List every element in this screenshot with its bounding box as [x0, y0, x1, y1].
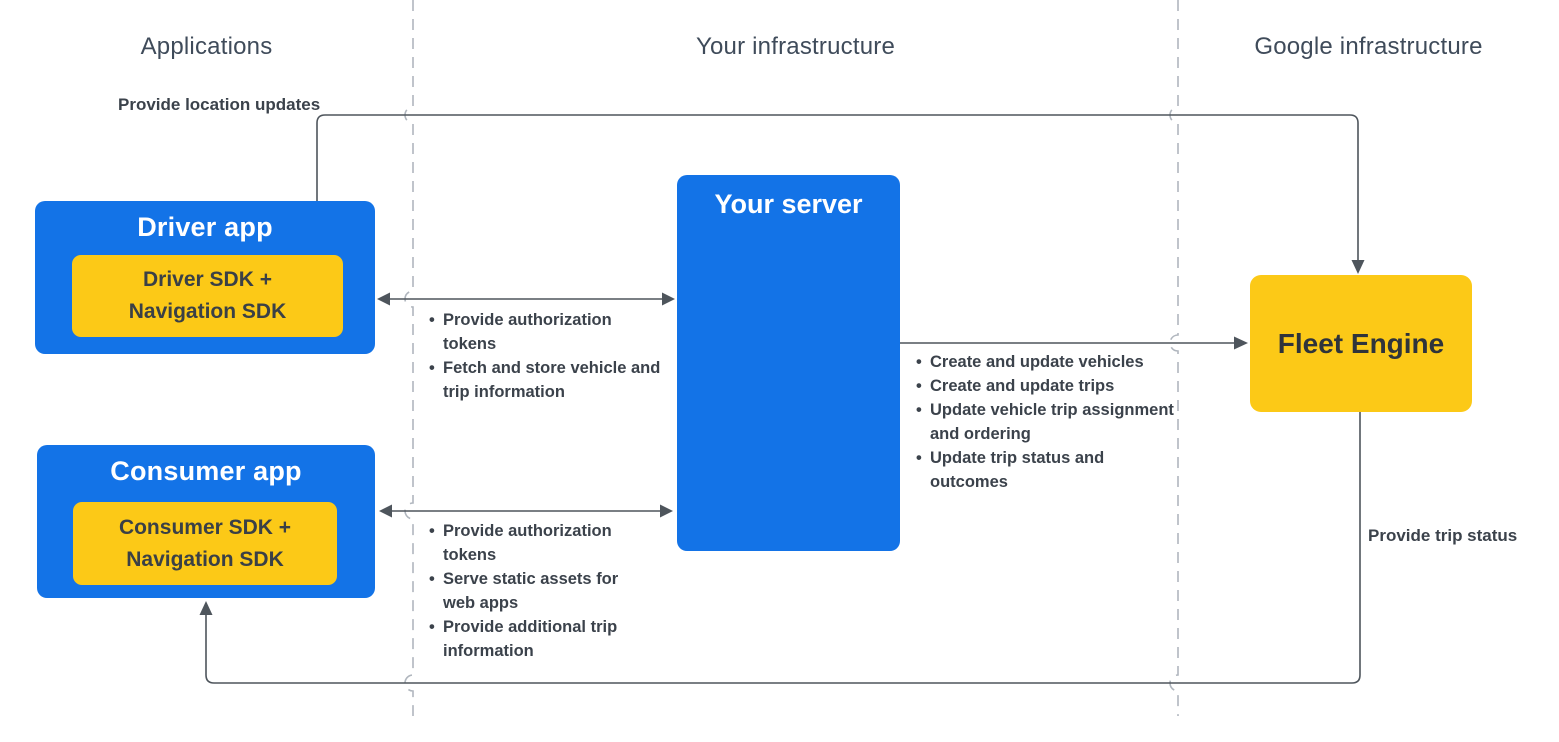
bullet-item: Create and update trips	[915, 374, 1177, 398]
bullet-item: Provide authorization tokens	[428, 308, 663, 356]
consumer-server-bullet-list: Provide authorization tokens Serve stati…	[428, 519, 643, 663]
edge-label-provide-trip-status: Provide trip status	[1368, 526, 1518, 545]
consumer-app-node: Consumer app Consumer SDK + Navigation S…	[37, 445, 375, 598]
bullet-item: Create and update vehicles	[915, 350, 1177, 374]
arrowhead-up-icon	[199, 601, 213, 615]
fleet-engine-title: Fleet Engine	[1277, 327, 1445, 359]
connector-consumer-server	[379, 504, 673, 518]
arrowhead-right-icon	[662, 292, 675, 306]
driver-app-node: Driver app Driver SDK + Navigation SDK	[35, 201, 375, 354]
bullet-item: Provide additional trip information	[428, 615, 643, 663]
arrowhead-right-icon	[660, 504, 673, 518]
your-server-title: Your server	[714, 189, 863, 219]
column-heading-google-infrastructure: Google infrastructure	[1254, 33, 1483, 60]
column-heading-your-infrastructure: Your infrastructure	[695, 33, 895, 60]
connector-fleet-to-consumer	[199, 412, 1361, 684]
server-fleet-bullet-list: Create and update vehicles Create and up…	[915, 350, 1177, 494]
consumer-app-title: Consumer app	[110, 456, 302, 486]
arrowhead-down-icon	[1351, 260, 1365, 274]
column-divider-left	[404, 0, 414, 716]
bullet-item: Serve static assets for web apps	[428, 567, 643, 615]
driver-app-title: Driver app	[137, 212, 273, 242]
bullet-item: Provide authorization tokens	[428, 519, 643, 567]
connector-driver-server	[377, 292, 675, 306]
your-server-node: Your server	[677, 175, 900, 551]
driver-sdk-node: Driver SDK + Navigation SDK	[72, 255, 343, 337]
consumer-sdk-node: Consumer SDK + Navigation SDK	[73, 502, 337, 585]
fleet-engine-node: Fleet Engine	[1250, 275, 1472, 412]
bullet-item: Update vehicle trip assignment and order…	[915, 398, 1177, 446]
arrowhead-left-icon	[379, 504, 392, 518]
edge-label-provide-location-updates: Provide location updates	[118, 95, 321, 114]
connector-driver-to-fleet	[316, 114, 1365, 274]
connector-server-fleet	[900, 336, 1248, 350]
arrowhead-right-icon	[1234, 336, 1248, 350]
bullet-item: Update trip status and outcomes	[915, 446, 1177, 494]
column-heading-applications: Applications	[140, 33, 273, 60]
driver-server-bullet-list: Provide authorization tokens Fetch and s…	[428, 308, 663, 404]
bullet-item: Fetch and store vehicle and trip informa…	[428, 356, 663, 404]
arrowhead-left-icon	[377, 292, 390, 306]
